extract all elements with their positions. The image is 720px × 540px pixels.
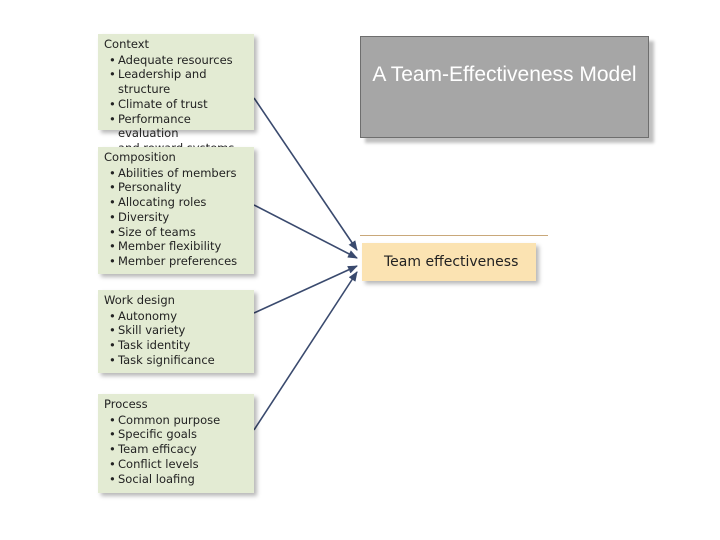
composition-item: Allocating roles — [104, 195, 254, 210]
composition-item: Member preferences — [104, 254, 254, 269]
work-design-item: Skill variety — [104, 323, 254, 338]
context-item: Climate of trust — [104, 97, 254, 112]
work-design-item: Task identity — [104, 338, 254, 353]
context-box: Context Adequate resources Leadership an… — [98, 34, 254, 155]
arrow-context — [253, 97, 358, 251]
work-design-title: Work design — [104, 293, 175, 307]
context-title: Context — [104, 37, 150, 51]
process-item: Social loafing — [104, 472, 254, 487]
composition-item: Personality — [104, 180, 254, 195]
arrow-process — [253, 271, 358, 431]
process-item: Team efficacy — [104, 442, 254, 457]
process-item: Specific goals — [104, 427, 254, 442]
composition-item: Diversity — [104, 210, 254, 225]
process-item: Conflict levels — [104, 457, 254, 472]
context-item: Adequate resources — [104, 53, 254, 68]
work-design-item: Task significance — [104, 353, 254, 368]
team-effectiveness-box: Team effectiveness — [362, 243, 536, 281]
composition-item: Size of teams — [104, 225, 254, 240]
outcome-divider — [360, 235, 548, 236]
work-design-item: Autonomy — [104, 309, 254, 324]
composition-title: Composition — [104, 150, 176, 164]
process-item: Common purpose — [104, 413, 254, 428]
context-item: Leadership and structure — [104, 67, 254, 96]
composition-box: Composition Abilities of members Persona… — [98, 147, 254, 274]
arrow-composition — [253, 204, 358, 259]
arrow-work-design — [253, 265, 358, 314]
context-item: Performance evaluation — [104, 112, 254, 141]
process-box: Process Common purpose Specific goals Te… — [98, 394, 254, 493]
composition-item: Member flexibility — [104, 239, 254, 254]
slide-title: A Team-Effectiveness Model — [360, 36, 649, 138]
composition-item: Abilities of members — [104, 166, 254, 181]
work-design-box: Work design Autonomy Skill variety Task … — [98, 290, 254, 373]
process-title: Process — [104, 397, 148, 411]
